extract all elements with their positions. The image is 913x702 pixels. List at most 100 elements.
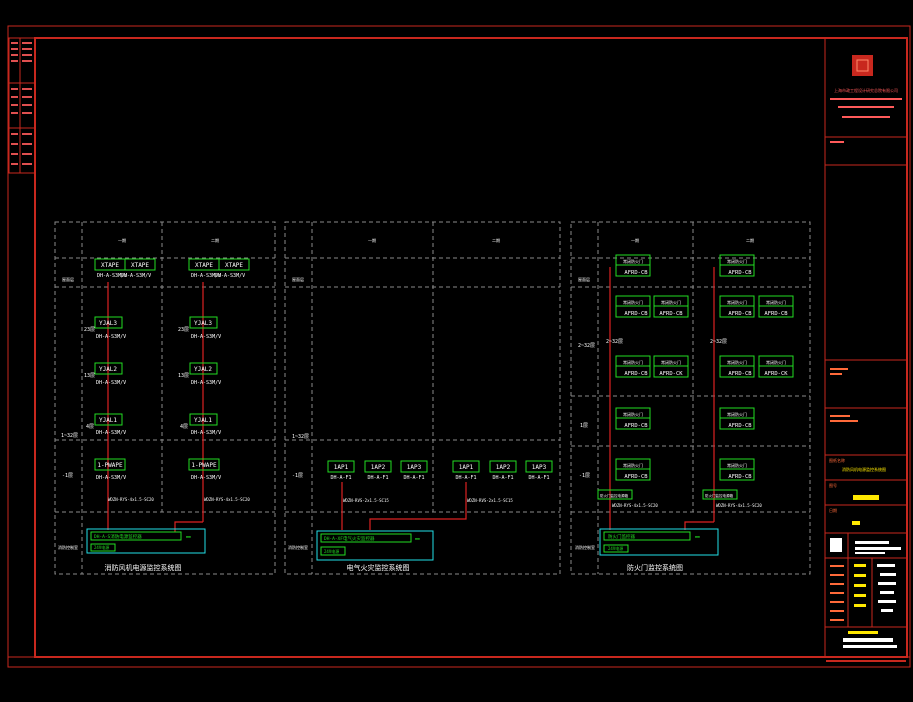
yjal3-1: YJAL3 bbox=[99, 320, 117, 327]
yjal2-1: YJAL2 bbox=[99, 366, 117, 373]
panel2-devices bbox=[327, 460, 553, 473]
svg-text:AFRD-CB: AFRD-CB bbox=[728, 270, 752, 276]
panel2-cable-2: WDZN-RVS-2x1.5-SC15 bbox=[467, 498, 513, 503]
svg-text:DH-A-F1: DH-A-F1 bbox=[492, 475, 513, 481]
panel3-device-labels: 常闭防火门 AFRD-CB 常闭防火门 AFRD-CB 常闭防火门 AFRD-C… bbox=[600, 258, 788, 508]
svg-text:AFRD-CB: AFRD-CB bbox=[624, 423, 648, 429]
panel1-devices bbox=[94, 258, 250, 471]
svg-text:常闭防火门: 常闭防火门 bbox=[623, 359, 643, 365]
svg-text:DH-A-S3M/V: DH-A-S3M/V bbox=[191, 334, 221, 340]
panel-electrical-fire-monitoring bbox=[284, 221, 561, 575]
svg-text:23层: 23层 bbox=[178, 327, 189, 333]
xtape-1b: XTAPE bbox=[131, 262, 149, 269]
panel2-device-labels: 1AP1 1AP2 1AP3 1AP1 1AP2 1AP3 DH-A-F1 DH… bbox=[330, 464, 549, 503]
svg-text:1AP2: 1AP2 bbox=[496, 464, 511, 471]
svg-text:1AP3: 1AP3 bbox=[532, 464, 547, 471]
company-name: 上海市政工程设计研究总院有限公司 bbox=[834, 87, 898, 93]
panel3-row-roof: 屋面层 bbox=[578, 276, 590, 282]
svg-text:DH-A-S3M/V: DH-A-S3M/V bbox=[191, 430, 221, 436]
svg-text:1AP1: 1AP1 bbox=[334, 464, 349, 471]
panel3-host: 防火门监控器 24V电源 ▬▬ bbox=[599, 528, 719, 556]
svg-text:AFRD-CB: AFRD-CB bbox=[624, 311, 648, 317]
xtape-1a: XTAPE bbox=[101, 262, 119, 269]
panel2-row-floors: 1~32层 bbox=[292, 434, 309, 440]
svg-text:▬▬: ▬▬ bbox=[186, 534, 191, 539]
yjal1-1: YJAL1 bbox=[99, 417, 117, 424]
sub-dh-roof-2: DH-A-S3M/V bbox=[121, 273, 151, 279]
panel2-wires bbox=[341, 482, 467, 530]
panel2-host-power: 24V电源 bbox=[324, 548, 339, 554]
panel1-cable-2: WDZN-RYS-4x1.5-SC20 bbox=[204, 497, 250, 502]
svg-text:4层: 4层 bbox=[86, 424, 94, 430]
panel3-power-box-2: 防火门监控电源箱 bbox=[705, 493, 733, 498]
svg-text:DH-A-F1: DH-A-F1 bbox=[528, 475, 549, 481]
panel1-row-floors: 1~32层 bbox=[61, 433, 78, 439]
panel1-host-power: 24V电源 bbox=[94, 544, 109, 550]
panel3-devices bbox=[597, 254, 794, 500]
svg-text:1AP3: 1AP3 bbox=[407, 464, 422, 471]
panel3-floors-2: 2~32层 bbox=[710, 339, 727, 345]
panel3-power-box-1: 防火门监控电源箱 bbox=[600, 493, 628, 498]
panel3-row-control: 消防控制室 bbox=[575, 544, 595, 550]
svg-text:AFRD-CB: AFRD-CB bbox=[728, 371, 752, 377]
svg-text:DH-A-S3M/V: DH-A-S3M/V bbox=[191, 475, 221, 481]
left-binding-strip bbox=[8, 37, 36, 174]
panel2-row-basement: -1层 bbox=[292, 473, 303, 479]
sub-dh-roof-4: DH-A-S3M/V bbox=[215, 273, 245, 279]
svg-text:AFRD-CB: AFRD-CB bbox=[624, 270, 648, 276]
panel1-host: DH-A-S消防电源监控器 24V电源 ▬▬ bbox=[86, 528, 206, 554]
svg-text:AFRD-CB: AFRD-CB bbox=[728, 423, 752, 429]
xtape-2a: XTAPE bbox=[195, 262, 213, 269]
svg-text:AFRD-CB: AFRD-CB bbox=[624, 474, 648, 480]
svg-text:AFRD-CB: AFRD-CB bbox=[728, 311, 752, 317]
svg-text:DH-A-F1: DH-A-F1 bbox=[367, 475, 388, 481]
panel1-col2-header: 二期 bbox=[211, 237, 219, 243]
panel2-host: DH-A-XF电气火灾监控器 24V电源 ▬▬ bbox=[316, 530, 434, 561]
panel3-host-label: 防火门监控器 bbox=[608, 533, 635, 540]
panel-fire-door-monitoring bbox=[570, 221, 811, 575]
svg-text:▬▬: ▬▬ bbox=[695, 534, 700, 539]
panel1-col1-header: 一期 bbox=[118, 237, 126, 243]
svg-text:常闭防火门: 常闭防火门 bbox=[623, 299, 643, 305]
svg-text:常闭防火门: 常闭防火门 bbox=[727, 258, 747, 264]
svg-text:23层: 23层 bbox=[84, 327, 95, 333]
svg-text:AFRD-CB: AFRD-CB bbox=[728, 474, 752, 480]
svg-text:常闭防火门: 常闭防火门 bbox=[727, 359, 747, 365]
svg-text:1AP2: 1AP2 bbox=[371, 464, 386, 471]
sub-dh-roof-1: DH-A-S3M/V bbox=[97, 273, 127, 279]
panel3-host-power: 24V电源 bbox=[608, 545, 623, 551]
svg-text:1AP1: 1AP1 bbox=[459, 464, 474, 471]
panel3-row-1f: 1层 bbox=[580, 423, 588, 429]
panel1-labels: 一期 二期 屋面层 1~32层 -1层 消防控制室 bbox=[58, 237, 219, 550]
svg-text:DH-A-S3M/V: DH-A-S3M/V bbox=[96, 475, 126, 481]
panel1-cable-1: WDZN-RYS-4x1.5-SC20 bbox=[108, 497, 154, 502]
svg-text:常闭防火门: 常闭防火门 bbox=[727, 411, 747, 417]
svg-text:常闭防火门: 常闭防火门 bbox=[623, 258, 643, 264]
panel3-col2-header: 二期 bbox=[746, 237, 754, 243]
svg-text:DH-A-S3M/V: DH-A-S3M/V bbox=[191, 380, 221, 386]
panel-fan-power-monitoring bbox=[54, 221, 276, 575]
panel2-host-label: DH-A-XF电气火灾监控器 bbox=[324, 535, 375, 542]
panel2-cable-1: WDZN-RVS-2x1.5-SC15 bbox=[343, 498, 389, 503]
svg-text:常闭防火门: 常闭防火门 bbox=[766, 359, 786, 365]
svg-text:常闭防火门: 常闭防火门 bbox=[623, 411, 643, 417]
panel2-labels: 一期 二期 屋面层 1~32层 -1层 消防控制室 bbox=[288, 237, 500, 550]
svg-text:DH-A-S3M/V: DH-A-S3M/V bbox=[96, 430, 126, 436]
yjal3-2: YJAL3 bbox=[194, 320, 212, 327]
panel2-row-roof: 屋面层 bbox=[292, 276, 304, 282]
svg-text:常闭防火门: 常闭防火门 bbox=[766, 299, 786, 305]
yjal2-2: YJAL2 bbox=[194, 366, 212, 373]
svg-text:DH-A-S3M/V: DH-A-S3M/V bbox=[96, 380, 126, 386]
svg-text:AFRD-CB: AFRD-CB bbox=[624, 371, 648, 377]
panel3-cable-2: WDZN-RYS-4x1.5-SC20 bbox=[716, 503, 762, 508]
xtape-2b: XTAPE bbox=[225, 262, 243, 269]
svg-text:DH-A-F1: DH-A-F1 bbox=[403, 475, 424, 481]
svg-text:DH-A-F1: DH-A-F1 bbox=[455, 475, 476, 481]
date-label: 日期 bbox=[829, 507, 837, 513]
outer-border bbox=[7, 25, 911, 668]
svg-text:常闭防火门: 常闭防火门 bbox=[661, 359, 681, 365]
panel3-wires bbox=[609, 267, 715, 530]
title-block: 上海市政工程设计研究总院有限公司 图纸名称 消防风机电源监控系统图 图号 日期 bbox=[824, 37, 908, 658]
panel1-row-control: 消防控制室 bbox=[58, 544, 78, 550]
